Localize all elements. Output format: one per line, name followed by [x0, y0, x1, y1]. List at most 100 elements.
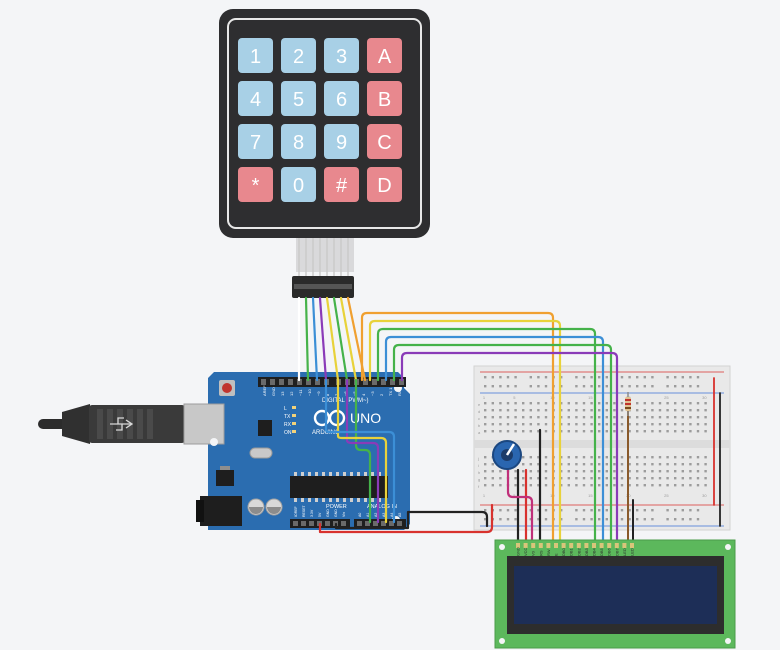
wire-blue-2[interactable] [384, 335, 605, 547]
wire-green-3[interactable] [376, 327, 597, 547]
pin-label: A3 [382, 513, 386, 517]
arduino-brand: ARDUINO [312, 430, 340, 436]
wires[interactable] [297, 296, 721, 547]
lcd-pin[interactable] [630, 543, 634, 548]
power-jack [200, 496, 242, 526]
wire-red-5v[interactable] [318, 503, 494, 534]
lcd-pin-label: LED [630, 548, 635, 556]
keypad-key-cap[interactable] [367, 38, 402, 73]
lcd-pin[interactable] [599, 543, 604, 548]
keypad-key[interactable]: 7 [238, 124, 273, 159]
wire-blue-3[interactable] [324, 378, 396, 524]
keypad-key-cap[interactable] [281, 167, 316, 202]
lcd-pin[interactable] [523, 543, 528, 548]
lcd-pin[interactable] [554, 543, 558, 548]
keypad-key-cap[interactable] [281, 124, 316, 159]
wire-purple-3[interactable] [345, 378, 380, 524]
wire-yellow-4[interactable] [336, 378, 388, 524]
wire-yellow-1[interactable] [325, 296, 340, 382]
keypad-key[interactable]: 6 [324, 81, 359, 116]
lcd-pin[interactable] [584, 543, 589, 548]
wire-green-1[interactable] [304, 296, 310, 382]
pin-label: ~10 [307, 388, 312, 396]
breadboard-holes[interactable] [484, 376, 707, 521]
keypad-key-label: 3 [336, 46, 347, 68]
wire-green-2[interactable] [332, 296, 349, 382]
keypad-key-label: 6 [336, 89, 347, 111]
pin-label: AREF [262, 385, 267, 396]
keypad-key-cap[interactable] [238, 38, 273, 73]
keypad-key-cap[interactable] [324, 38, 359, 73]
keypad-key[interactable]: 4 [238, 81, 273, 116]
keypad-key[interactable]: 3 [324, 38, 359, 73]
dip-chip-icon [290, 472, 388, 502]
wire-magenta-v0[interactable] [506, 468, 534, 547]
keypad-key-cap[interactable] [324, 124, 359, 159]
keypad-key[interactable]: C [367, 124, 402, 159]
keypad-key-cap[interactable] [324, 81, 359, 116]
lcd-pin[interactable] [614, 543, 619, 548]
pin-label: A5 [398, 513, 402, 517]
lcd-pin[interactable] [607, 543, 612, 548]
keypad-key[interactable]: 9 [324, 124, 359, 159]
lcd-screen [514, 566, 717, 624]
keypad-key-cap[interactable] [281, 81, 316, 116]
board-model: UNO [350, 410, 381, 426]
keypad-key[interactable]: A [367, 38, 402, 73]
lcd-pin[interactable] [516, 543, 520, 548]
wire-green-5[interactable] [354, 378, 372, 524]
lcd-pin[interactable] [592, 543, 596, 548]
keypad-key[interactable]: 1 [238, 38, 273, 73]
keypad-key-cap[interactable] [367, 81, 402, 116]
keypad-key-cap[interactable] [281, 38, 316, 73]
pin-label: RESET [302, 504, 306, 517]
potentiometer-icon[interactable] [492, 440, 522, 470]
keypad-key[interactable]: # [324, 167, 359, 202]
keypad-key-cap[interactable] [238, 167, 273, 202]
wire-purple-2[interactable] [400, 351, 619, 547]
lcd-pin[interactable] [546, 543, 551, 548]
wire-blue-1[interactable] [311, 296, 319, 382]
lcd-pin-label: DB0 [561, 547, 566, 556]
analog-header[interactable] [354, 519, 406, 528]
lcd-pin-header[interactable] [516, 543, 634, 548]
keypad-key-cap[interactable] [367, 167, 402, 202]
keypad-key-cap[interactable] [238, 124, 273, 159]
lcd-pin[interactable] [531, 543, 536, 548]
keypad-key[interactable]: 5 [281, 81, 316, 116]
keypad-key[interactable]: B [367, 81, 402, 116]
wire-orange-2[interactable] [360, 311, 555, 547]
keypad-key-cap[interactable] [324, 167, 359, 202]
lcd-pin[interactable] [622, 543, 627, 548]
keypad-key[interactable]: 0 [281, 167, 316, 202]
wire-black-gnd[interactable] [334, 510, 489, 530]
column-number: 5 [513, 493, 516, 498]
lcd-pin-label: RS [538, 550, 543, 556]
pin-label: A1 [366, 513, 370, 517]
keypad-key-cap[interactable] [238, 81, 273, 116]
keypad-key[interactable]: 8 [281, 124, 316, 159]
keypad-key-cap[interactable] [367, 124, 402, 159]
lcd-pin[interactable] [569, 543, 574, 548]
wire-purple-1[interactable] [318, 296, 328, 382]
pin-label: ~6 [343, 391, 348, 396]
keypad-key-label: C [377, 132, 391, 154]
wire-yellow-2[interactable] [339, 296, 358, 382]
wire-yellow-3[interactable] [368, 319, 562, 547]
keypad-key[interactable]: D [367, 167, 402, 202]
lcd-pin[interactable] [561, 543, 566, 548]
pin-label: ~11 [298, 389, 303, 396]
lcd-pin[interactable] [538, 543, 543, 548]
keypad-key[interactable]: 2 [281, 38, 316, 73]
digital-header[interactable] [258, 377, 406, 387]
lcd-pin[interactable] [576, 543, 581, 548]
wire-green-4[interactable] [392, 343, 613, 547]
pin-label: A4 [390, 513, 394, 517]
keypad-key[interactable]: * [238, 167, 273, 202]
